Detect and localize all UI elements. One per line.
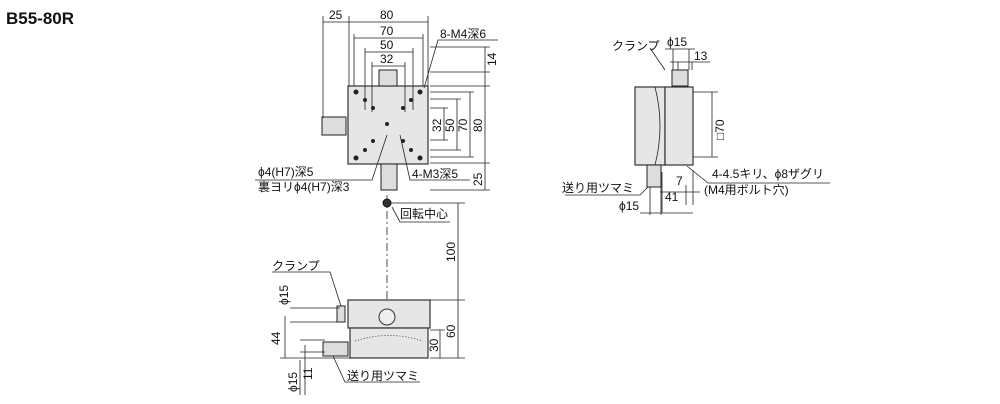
dim-60: 60 xyxy=(444,324,458,338)
clamp-knob-top xyxy=(378,69,398,87)
dim-phi15-knob: ϕ15 xyxy=(286,372,300,392)
front-view: 回転中心 クランプ 送り用ツマミ 100 60 30 44 ϕ15 ϕ15 11 xyxy=(269,202,465,395)
dim-v50: 50 xyxy=(443,118,457,132)
label-m3: 4-M3深5 xyxy=(412,167,458,181)
dim-14: 14 xyxy=(485,52,499,66)
label-phi4: ϕ4(H7)深5 xyxy=(258,165,314,179)
dim-phi15-side-knob: ϕ15 xyxy=(619,199,639,213)
label-hole-note: 4-4.5キリ、ϕ8ザグリ xyxy=(712,167,824,181)
dim-30: 30 xyxy=(427,338,441,352)
dim-11: 11 xyxy=(301,367,315,380)
dim-80: 80 xyxy=(380,8,394,22)
feed-knob-side xyxy=(646,164,662,188)
label-feed-knob-side: 送り用ツマミ xyxy=(562,180,634,195)
dim-50: 50 xyxy=(380,38,394,52)
side-base xyxy=(664,86,694,166)
clamp-knob-side xyxy=(671,69,689,87)
label-clamp-front: クランプ xyxy=(272,259,320,273)
feed-knob-front xyxy=(322,341,349,357)
dim-7: 7 xyxy=(676,174,683,188)
label-hole-note2: (M4用ボルト穴) xyxy=(704,182,789,197)
stage-base xyxy=(349,327,429,359)
label-clamp-side: クランプ xyxy=(612,39,660,53)
dim-v80: 80 xyxy=(471,118,485,132)
dim-70: 70 xyxy=(380,24,394,38)
side-view: クランプ ϕ15 13 □70 7 41 ϕ15 送り用ツマミ 4-4.5キリ、… xyxy=(562,35,830,215)
dim-v25: 25 xyxy=(471,172,485,186)
dim-v32: 32 xyxy=(430,118,444,132)
dim-41: 41 xyxy=(665,190,679,204)
dim-v70: 70 xyxy=(456,118,470,132)
label-feed-knob-front: 送り用ツマミ xyxy=(347,368,419,383)
model-title: B55-80R xyxy=(6,9,74,28)
dim-phi15-clamp: ϕ15 xyxy=(277,285,291,305)
side-upper xyxy=(634,86,666,166)
dim-square70: □70 xyxy=(713,119,727,140)
dim-44: 44 xyxy=(269,331,283,345)
label-rotation-center: 回転中心 xyxy=(400,206,448,221)
feed-knob-bottom xyxy=(380,163,398,191)
feed-knob-left xyxy=(321,116,347,136)
label-phi4-back: 裏ヨリϕ4(H7)深3 xyxy=(258,179,350,194)
dim-100: 100 xyxy=(444,242,458,262)
dim-phi15-side-clamp: ϕ15 xyxy=(667,35,687,49)
dim-lines xyxy=(255,16,498,300)
label-m4: 8-M4深6 xyxy=(440,27,486,41)
top-view: 25 80 70 50 32 14 32 50 70 80 25 8-M4深6 … xyxy=(255,8,499,300)
dim-25: 25 xyxy=(329,8,343,22)
dim-13: 13 xyxy=(694,49,708,63)
dim-32: 32 xyxy=(380,52,394,66)
